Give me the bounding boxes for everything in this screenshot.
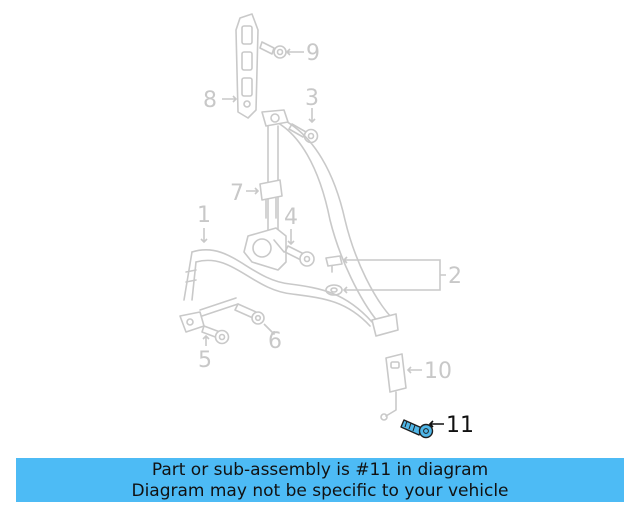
seat-belt-webbing (261, 109, 399, 337)
callout-1: 1 (197, 203, 211, 228)
part-1-belt-assembly[interactable] (179, 249, 373, 333)
callout-9: 9 (306, 41, 320, 66)
part-10-buckle[interactable] (380, 353, 407, 421)
banner-line-1: Part or sub-assembly is #11 in diagram (151, 460, 489, 480)
callout-11: 11 (446, 413, 474, 438)
callout-6: 6 (268, 329, 282, 354)
part-6-bolt[interactable] (234, 303, 265, 325)
callout-8: 8 (203, 88, 217, 113)
banner-line-2: Diagram may not be specific to your vehi… (131, 481, 509, 501)
part-4-bolt[interactable] (284, 245, 315, 267)
retractor (243, 227, 287, 271)
callout-5: 5 (198, 348, 212, 373)
part-7-guide[interactable] (259, 179, 283, 219)
seat-belt-diagram: 9 8 3 7 4 (179, 13, 474, 439)
callout-4: 4 (284, 205, 298, 230)
callout-2: 2 (448, 264, 462, 289)
part-5-bolt[interactable] (201, 325, 230, 345)
part-8-adjuster[interactable] (235, 13, 259, 119)
part-2-anchor[interactable] (325, 255, 343, 296)
part-9-bolt[interactable] (259, 41, 287, 59)
callout-10: 10 (424, 359, 452, 384)
part-11-bolt[interactable] (400, 419, 434, 439)
callout-3: 3 (305, 86, 319, 111)
callout-7: 7 (230, 181, 244, 206)
info-banner: Part or sub-assembly is #11 in diagram D… (16, 458, 624, 502)
